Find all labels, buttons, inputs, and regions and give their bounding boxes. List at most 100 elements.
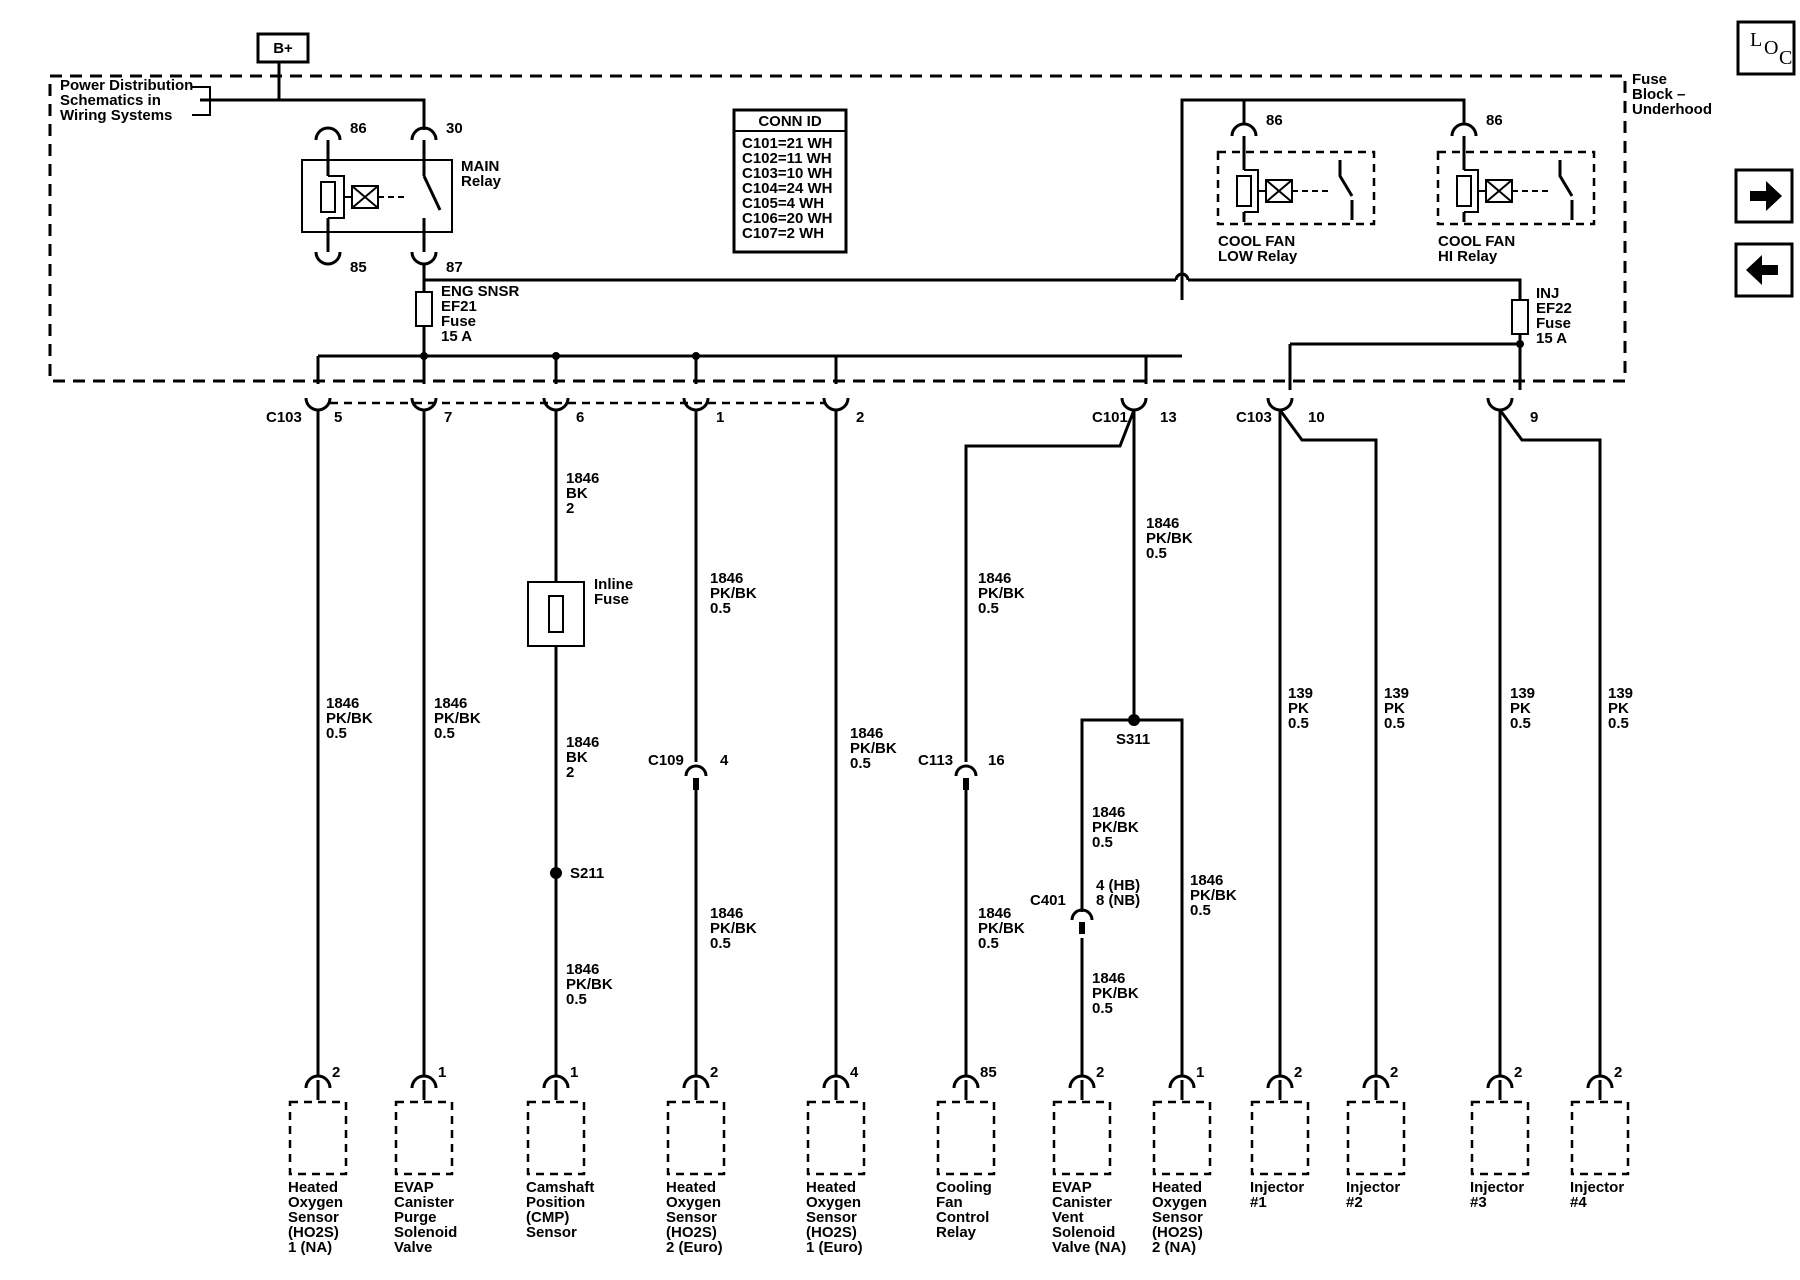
svg-text:15 A: 15 A [1536, 330, 1567, 347]
arrow-right-icon[interactable] [1734, 168, 1794, 224]
svg-text:PK: PK [1608, 700, 1629, 717]
component-pin: 2 [1096, 1064, 1104, 1081]
component-pin: 1 [1196, 1064, 1204, 1081]
svg-text:Power Distribution: Power Distribution [60, 77, 193, 94]
component-pin: 2 [1614, 1064, 1622, 1081]
svg-text:0.5: 0.5 [710, 600, 731, 617]
connector-cup [1486, 397, 1514, 412]
component-label: Solenoid [394, 1224, 457, 1241]
svg-text:C103=10 WH: C103=10 WH [742, 165, 832, 182]
component-label: Sensor [288, 1209, 339, 1226]
component-label: 1 (NA) [288, 1239, 332, 1256]
component-label: Valve [394, 1239, 432, 1256]
svg-text:S211: S211 [570, 865, 604, 882]
svg-text:0.5: 0.5 [1092, 1000, 1113, 1017]
component-label: Heated [806, 1179, 856, 1196]
svg-text:Schematics in: Schematics in [60, 92, 161, 109]
svg-text:2: 2 [856, 409, 864, 426]
svg-text:PK/BK: PK/BK [1092, 819, 1139, 836]
wire-label-inj3: 139 PK 0.5 [1510, 685, 1535, 732]
component-label: Purge [394, 1209, 437, 1226]
component-pin: 2 [332, 1064, 340, 1081]
component-label: Camshaft [526, 1179, 594, 1196]
svg-text:1: 1 [716, 409, 724, 426]
component-label: EVAP [394, 1179, 434, 1196]
svg-text:0.5: 0.5 [978, 935, 999, 952]
connector-c401: C401 4 (HB) 8 (NB) [1030, 877, 1140, 934]
fuse-ef21: ENG SNSR EF21 Fuse 15 A [415, 283, 520, 345]
component-label: Sensor [806, 1209, 857, 1226]
svg-text:PK/BK: PK/BK [1146, 530, 1193, 547]
svg-text:Fuse: Fuse [1632, 71, 1667, 88]
svg-text:C102=11 WH: C102=11 WH [742, 150, 832, 167]
arrow-left-icon[interactable] [1734, 242, 1794, 298]
svg-text:2: 2 [566, 764, 574, 781]
svg-text:0.5: 0.5 [434, 725, 455, 742]
svg-text:L: L [1750, 29, 1762, 51]
svg-text:PK/BK: PK/BK [566, 976, 613, 993]
power-distribution-reference[interactable]: Power Distribution Schematics in Wiring … [60, 77, 193, 124]
svg-text:PK/BK: PK/BK [850, 740, 897, 757]
svg-text:10: 10 [1308, 409, 1325, 426]
component-label: Canister [1052, 1194, 1112, 1211]
svg-text:1846: 1846 [1190, 872, 1223, 889]
svg-text:INJ: INJ [1536, 285, 1559, 302]
svg-text:0.5: 0.5 [1092, 834, 1113, 851]
svg-text:BK: BK [566, 485, 588, 502]
svg-text:2: 2 [566, 500, 574, 517]
connector-c109: C109 4 [648, 752, 729, 790]
svg-text:13: 13 [1160, 409, 1177, 426]
component-label: Oxygen [806, 1194, 861, 1211]
svg-text:PK: PK [1288, 700, 1309, 717]
svg-text:C107=2 WH: C107=2 WH [742, 225, 824, 242]
svg-text:1846: 1846 [710, 570, 743, 587]
svg-text:0.5: 0.5 [1510, 715, 1531, 732]
svg-text:PK/BK: PK/BK [710, 920, 757, 937]
svg-text:0.5: 0.5 [1384, 715, 1405, 732]
svg-text:1846: 1846 [566, 470, 599, 487]
component-label: #1 [1250, 1194, 1267, 1211]
component-label: Control [936, 1209, 989, 1226]
wire-label-cmp-upper: 1846 BK 2 [566, 470, 599, 517]
wire-label-cmp-mid: 1846 BK 2 [566, 734, 599, 781]
component-label: EVAP [1052, 1179, 1092, 1196]
wire-label-evap-vent-lower: 1846 PK/BK 0.5 [1092, 970, 1139, 1017]
fuse-ef22: INJ EF22 Fuse 15 A [1511, 285, 1572, 347]
svg-text:PK/BK: PK/BK [1190, 887, 1237, 904]
main-relay: 86 85 30 87 MAIN Relay [301, 120, 502, 276]
component-label: (HO2S) [1152, 1224, 1203, 1241]
svg-text:PK: PK [1384, 700, 1405, 717]
svg-text:C101=21 WH: C101=21 WH [742, 135, 832, 152]
svg-text:Wiring Systems: Wiring Systems [60, 107, 172, 124]
splice-s311 [1128, 714, 1140, 726]
wire-label-inj1: 139 PK 0.5 [1288, 685, 1313, 732]
loc-icon[interactable]: L O C [1736, 20, 1796, 76]
component-pin: 2 [710, 1064, 718, 1081]
svg-text:EF22: EF22 [1536, 300, 1572, 317]
svg-text:Inline: Inline [594, 576, 633, 593]
svg-text:1846: 1846 [850, 725, 883, 742]
component-label: Injector [1346, 1179, 1400, 1196]
wire-label-inj2: 139 PK 0.5 [1384, 685, 1409, 732]
svg-text:0.5: 0.5 [1146, 545, 1167, 562]
inline-fuse: Inline Fuse [527, 576, 633, 647]
svg-text:PK: PK [1510, 700, 1531, 717]
svg-text:PK/BK: PK/BK [710, 585, 757, 602]
component-label: (HO2S) [806, 1224, 857, 1241]
svg-text:COOL FAN: COOL FAN [1218, 233, 1295, 250]
svg-text:0.5: 0.5 [326, 725, 347, 742]
conn-id-table: CONN ID C101=21 WH C102=11 WH C103=10 WH… [732, 108, 848, 254]
